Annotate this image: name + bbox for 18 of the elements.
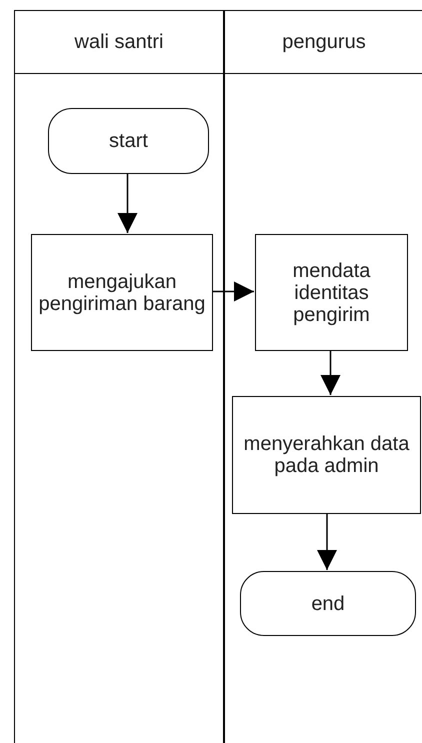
process-box (232, 396, 421, 514)
arrow (118, 173, 138, 233)
arrow (212, 282, 254, 302)
arrow (320, 350, 340, 395)
node-text: end (310, 592, 346, 614)
process-box (255, 234, 408, 351)
swimlane (224, 10, 422, 743)
terminal-box (48, 108, 209, 174)
node-text: mengajukan pengiriman barang (38, 270, 206, 314)
process-box (31, 234, 213, 351)
node-text: menyerahkan data pada admin (242, 433, 410, 477)
node-text: start (108, 130, 149, 152)
arrow (317, 513, 337, 570)
lane-title: wali santri (74, 30, 164, 54)
swimlane (14, 10, 224, 743)
node-text: mendata identitas pengirim (292, 260, 372, 326)
terminal-box (240, 571, 416, 636)
lane-title: pengurus (281, 30, 367, 54)
